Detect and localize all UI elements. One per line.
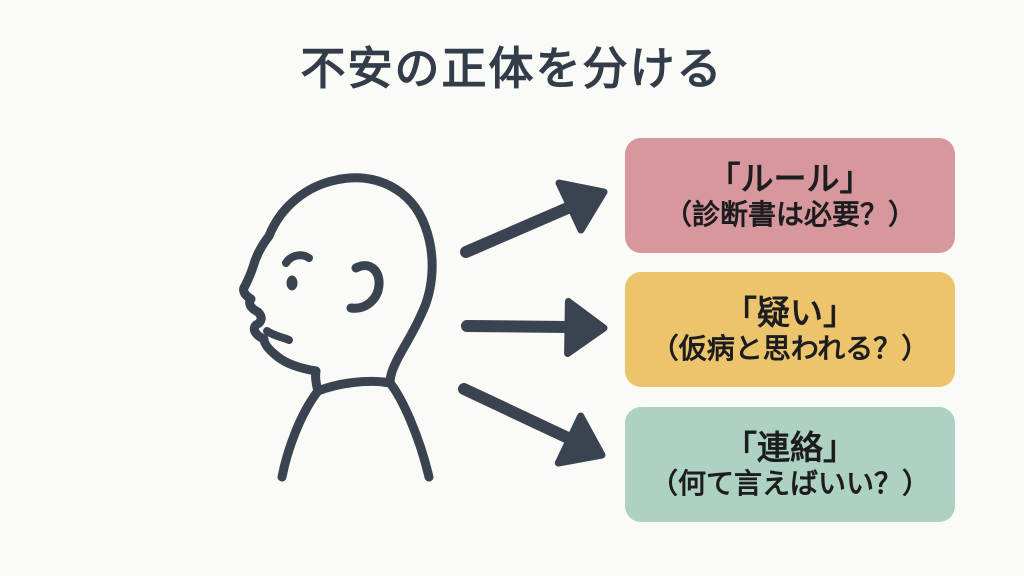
page-title: 不安の正体を分ける <box>300 43 724 94</box>
box-label: 「連絡」 <box>724 429 856 466</box>
category-box-rule: 「ルール」 （診断書は必要？） <box>625 138 955 253</box>
box-question: （仮病と思われる？） <box>650 333 930 364</box>
box-label: 「ルール」 <box>707 160 873 197</box>
mouth-smile <box>263 327 293 344</box>
eyebrow <box>282 251 313 267</box>
ear-icon <box>346 261 384 313</box>
box-question: （診断書は必要？） <box>663 199 916 230</box>
category-box-doubt: 「疑い」 （仮病と思われる？） <box>625 272 955 387</box>
arrow-right-icon <box>461 298 608 357</box>
arrow-up-right-icon <box>460 179 608 258</box>
arrow-down-right-icon <box>458 383 606 467</box>
arrows-group <box>458 179 608 467</box>
eye <box>286 275 298 291</box>
box-question: （何て言えばいい？） <box>649 468 930 499</box>
person-head-profile-icon <box>239 173 437 482</box>
category-box-contact: 「連絡」 （何て言えばいい？） <box>625 407 955 522</box>
shoulders-outline <box>277 376 434 482</box>
head-outline <box>239 173 437 396</box>
box-label: 「疑い」 <box>724 294 856 331</box>
